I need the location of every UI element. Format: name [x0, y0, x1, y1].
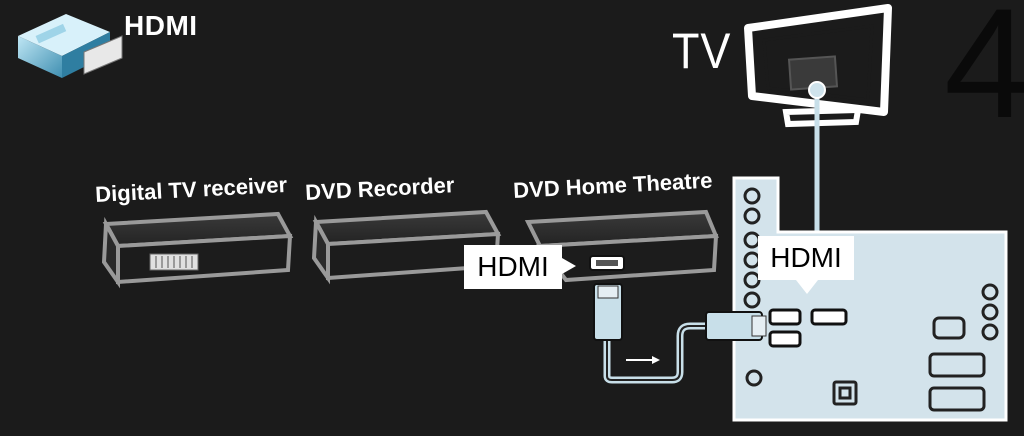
page-title: HDMI — [124, 10, 198, 41]
step-number: 4 — [944, 0, 1024, 151]
hdmi-plug-icon — [18, 14, 123, 78]
callout-pointer-left — [562, 258, 576, 274]
device-hdmi-port — [589, 255, 625, 271]
tv-cable — [808, 81, 826, 244]
device-dvd-recorder — [311, 209, 502, 285]
tv-rear-panel — [732, 176, 1008, 422]
tv-icon — [744, 4, 892, 128]
hdmi-cable — [593, 283, 767, 384]
callout-pointer-right — [796, 280, 818, 294]
tv-hdmi-ports — [768, 308, 848, 348]
device-hdmi-callout: HDMI — [464, 245, 562, 289]
tv-hdmi-callout: HDMI — [758, 236, 854, 280]
device-digital-tv-receiver — [101, 211, 294, 289]
tv-label: TV — [672, 23, 732, 79]
arrow-right-icon — [626, 356, 660, 364]
